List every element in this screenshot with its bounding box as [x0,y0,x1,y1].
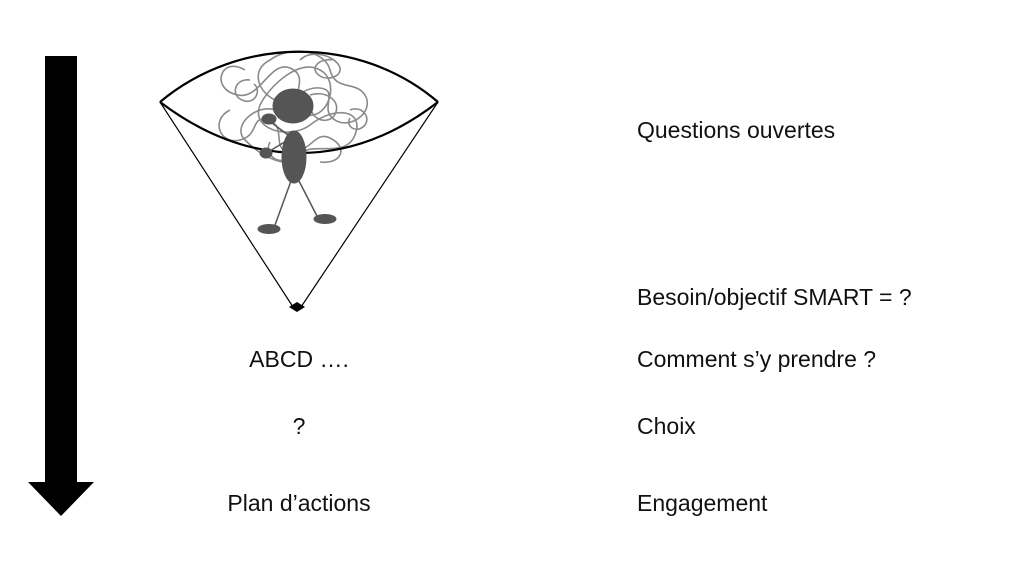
down-arrow-icon [28,56,94,516]
label-choice: Choix [637,413,696,439]
label-commitment: Engagement [637,490,768,516]
label-need-objective: Besoin/objectif SMART = ? [637,284,912,310]
label-options: ABCD …. [249,346,349,372]
stick-figure-icon [257,88,337,234]
label-question: ? [292,413,306,439]
label-open-questions: Questions ouvertes [637,117,836,143]
label-action-plan: Plan d’actions [227,490,371,516]
label-how: Comment s’y prendre ? [637,346,877,372]
funnel-icon [159,50,439,312]
